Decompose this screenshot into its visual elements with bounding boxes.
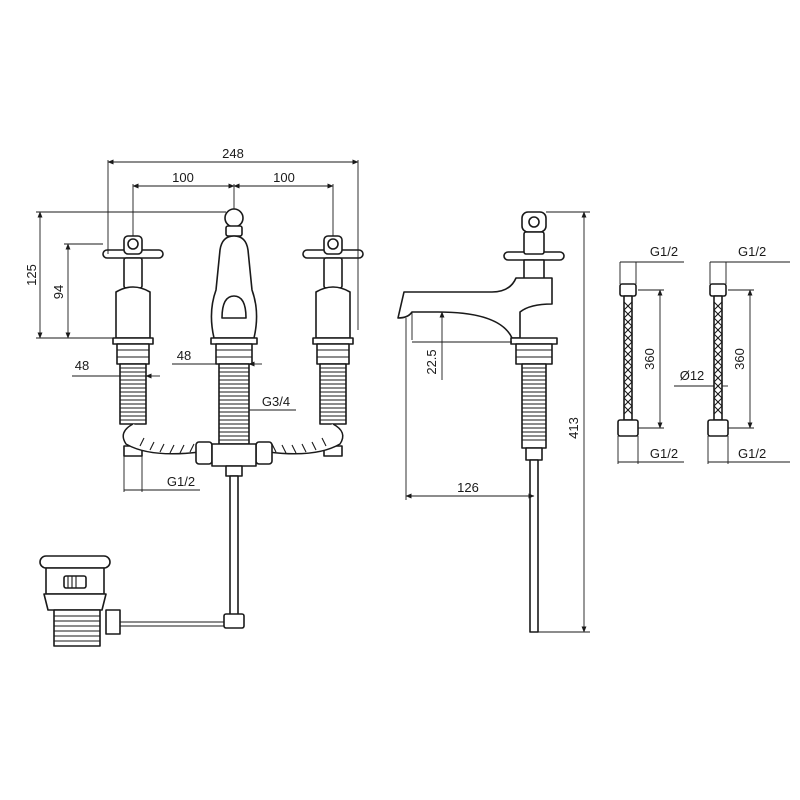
dim-total-height: 413 (566, 417, 581, 439)
dim-hose-a-bottom: G1/2 (650, 446, 678, 461)
dim-base-left: 48 (75, 358, 89, 373)
center-shank (218, 363, 250, 445)
dim-hose-b-top: G1/2 (738, 244, 766, 259)
flexible-hose-a: G1/2 360 G1/2 (617, 244, 684, 464)
dim-thread-center: G3/4 (262, 394, 290, 409)
side-dimensions: 22.5 126 413 (405, 211, 590, 633)
flexible-hose-b: G1/2 Ø12 360 G1/2 (674, 244, 790, 464)
dim-hose-b-length: 360 (732, 348, 747, 370)
dim-hose-b-bottom: G1/2 (738, 446, 766, 461)
dim-base-center: 48 (177, 348, 191, 363)
right-shank (319, 363, 347, 457)
dim-hose-b-diameter: Ø12 (680, 368, 705, 383)
front-view: 248 100 100 125 94 48 48 G3/4 (24, 146, 364, 629)
dim-height-handle: 94 (51, 285, 66, 299)
front-dimensions: 248 100 100 125 94 48 48 G3/4 (24, 146, 359, 492)
dim-hose-a-top: G1/2 (650, 244, 678, 259)
dim-spacing-left: 100 (172, 170, 194, 185)
dim-spacing-right: 100 (273, 170, 295, 185)
dim-thread-bottom: G1/2 (167, 474, 195, 489)
right-cross-handle (302, 235, 364, 365)
dim-overall-width: 248 (222, 146, 244, 161)
dim-spout-clearance: 22.5 (424, 349, 439, 374)
dim-hose-a-length: 360 (642, 348, 657, 370)
side-view: 22.5 126 413 (397, 211, 590, 633)
pop-up-waste (39, 555, 121, 647)
center-spout (210, 208, 258, 365)
left-cross-handle (102, 235, 164, 365)
dim-height-spout: 125 (24, 264, 39, 286)
connector-hoses (122, 423, 344, 477)
dim-spout-reach: 126 (457, 480, 479, 495)
pop-up-rod (116, 475, 245, 629)
